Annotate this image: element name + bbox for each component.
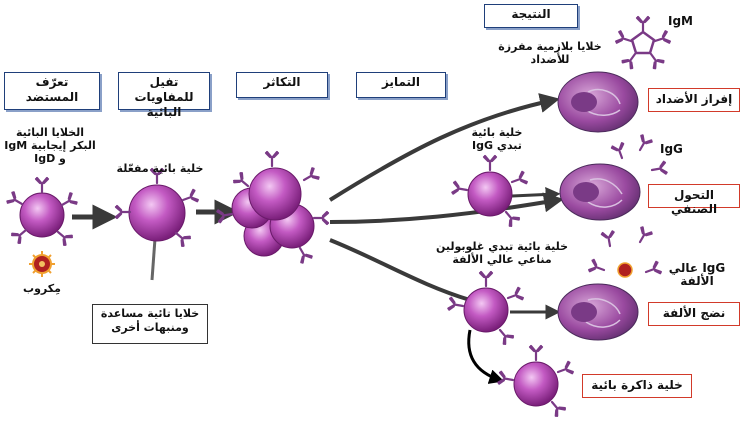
igg-b-cell <box>451 154 529 228</box>
plasma-cell-igg <box>559 163 641 221</box>
plasma-cell-high-affinity <box>557 283 639 341</box>
label-igg-b-cell: خلية بائية تبدي IgG <box>471 126 523 152</box>
label-igg: IgG <box>660 142 683 156</box>
outcome-isotype-switching: التحول الصنفي <box>648 184 740 216</box>
label-high-affinity-b-cell: خلية بائية تبدي غلوبولين مناعي عالي الأل… <box>435 240 569 266</box>
label-igm: IgM <box>668 14 693 28</box>
arrow-to-affinity-maturation <box>329 238 471 302</box>
header-proliferation: التكاثر <box>236 72 328 98</box>
memory-b-cell <box>497 344 575 418</box>
label-activated-b-cell: خلية بائية مفعّلة <box>116 162 204 175</box>
igm-pentamer-icon <box>614 15 672 70</box>
label-microbe: مِكروب <box>23 282 61 295</box>
header-differentiation: التمايز <box>356 72 446 98</box>
label-naive-b-cells: الخلايا البائية البكر إيجابية IgM و IgD <box>4 126 96 165</box>
label-high-affinity-igg: IgG عالي الألفة <box>668 261 726 288</box>
activated-b-cell <box>114 167 200 248</box>
box-helper-t-cells: خلايا تائية مساعدة ومنبهات أخرى <box>92 304 208 344</box>
header-antigen-recognition: تعرّف المستضد <box>4 72 100 110</box>
header-b-cell-activation: تفيل للمفاويات البائية <box>118 72 210 119</box>
outcome-memory-b-cell: خلية ذاكرة بائية <box>582 374 692 398</box>
naive-b-cell <box>5 176 79 247</box>
header-outcome: النتيجة <box>484 4 578 28</box>
stage-arrows <box>72 93 564 384</box>
outcome-affinity-maturation: نضج الألفة <box>648 302 740 326</box>
high-affinity-igg-icons <box>587 225 663 279</box>
plasma-cell-igm <box>557 71 639 133</box>
proliferating-cells <box>216 150 330 265</box>
high-affinity-b-cell <box>447 270 525 346</box>
outcome-antibody-secretion: إفراز الأضداد <box>648 88 740 112</box>
arrow-to-plasma-cell <box>328 93 560 202</box>
arrow-to-isotype-switch <box>329 192 564 224</box>
label-plasma-cells: خلايا بلازمية مفرزة للأضداد <box>498 40 602 66</box>
microbe-icon <box>29 251 55 277</box>
arrow-igg-to-plasma <box>511 186 561 202</box>
arrow-to-memory-cell <box>467 329 505 384</box>
